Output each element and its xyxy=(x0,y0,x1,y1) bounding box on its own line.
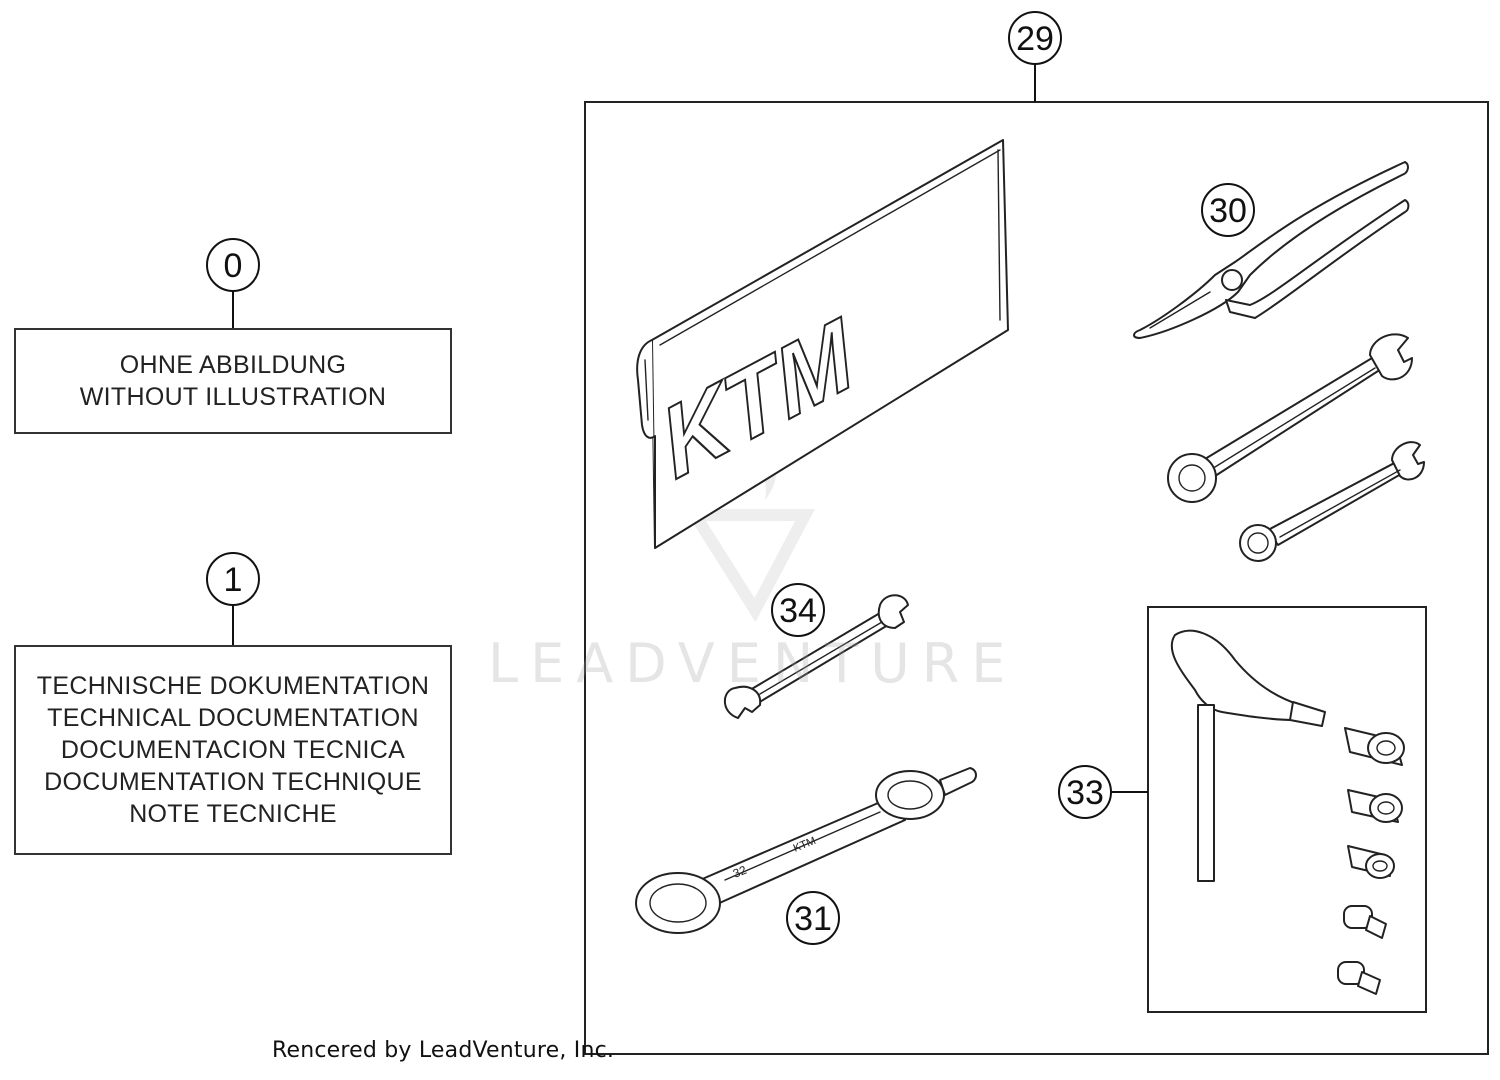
callout-29[interactable]: 29 xyxy=(1008,11,1062,65)
callout-29-label: 29 xyxy=(1016,20,1054,58)
callout-34[interactable]: 34 xyxy=(771,583,825,637)
tool-kit-frame xyxy=(584,101,1489,1055)
t-handle-driver[interactable] xyxy=(1170,629,1326,882)
hex-bit-2[interactable] xyxy=(1337,961,1381,995)
callout-33[interactable]: 33 xyxy=(1058,765,1112,819)
tool-bag[interactable]: KTM xyxy=(636,139,1009,549)
callout-1-label: 1 xyxy=(224,561,243,599)
wrench-size-mark-32: 32 xyxy=(731,863,749,881)
no-illustration-note: OHNE ABBILDUNG WITHOUT ILLUSTRATION xyxy=(14,328,452,434)
leadventure-watermark-text: LEADVENTURE xyxy=(488,632,1018,695)
render-credit: Rencered by LeadVenture, Inc. xyxy=(272,1038,615,1063)
callout-31[interactable]: 31 xyxy=(786,891,840,945)
callout-0[interactable]: 0 xyxy=(206,238,260,292)
callout-30-label: 30 xyxy=(1209,192,1247,230)
no-illustration-line-de: OHNE ABBILDUNG xyxy=(119,351,347,379)
open-end-wrench[interactable] xyxy=(723,594,909,719)
combination-wrench-small[interactable] xyxy=(1239,441,1425,562)
socket-3[interactable] xyxy=(1347,845,1395,879)
tech-doc-line-en: TECHNICAL DOCUMENTATION xyxy=(47,704,419,732)
callout-34-label: 34 xyxy=(779,592,817,630)
combination-wrench-large[interactable] xyxy=(1167,333,1413,503)
ring-spanner-wrench[interactable]: 32 KTM xyxy=(635,767,977,934)
tech-doc-line-es: DOCUMENTACION TECNICA xyxy=(60,736,406,764)
callout-0-label: 0 xyxy=(224,247,243,285)
callout-33-label: 33 xyxy=(1066,774,1104,812)
tech-doc-line-it: NOTE TECNICHE xyxy=(129,800,337,828)
no-illustration-line-en: WITHOUT ILLUSTRATION xyxy=(79,383,387,411)
technical-documentation-note: TECHNISCHE DOKUMENTATION TECHNICAL DOCUM… xyxy=(14,645,452,855)
socket-2[interactable] xyxy=(1347,789,1403,823)
hex-bit-1[interactable] xyxy=(1343,905,1387,939)
tech-doc-line-fr: DOCUMENTATION TECHNIQUE xyxy=(44,768,422,796)
callout-1[interactable]: 1 xyxy=(206,552,260,606)
pliers[interactable] xyxy=(1133,161,1410,339)
tech-doc-line-de: TECHNISCHE DOKUMENTATION xyxy=(36,672,430,700)
socket-1[interactable] xyxy=(1344,727,1405,766)
socket-set-frame xyxy=(1147,606,1427,1013)
callout-30[interactable]: 30 xyxy=(1201,183,1255,237)
callout-31-label: 31 xyxy=(794,900,832,938)
